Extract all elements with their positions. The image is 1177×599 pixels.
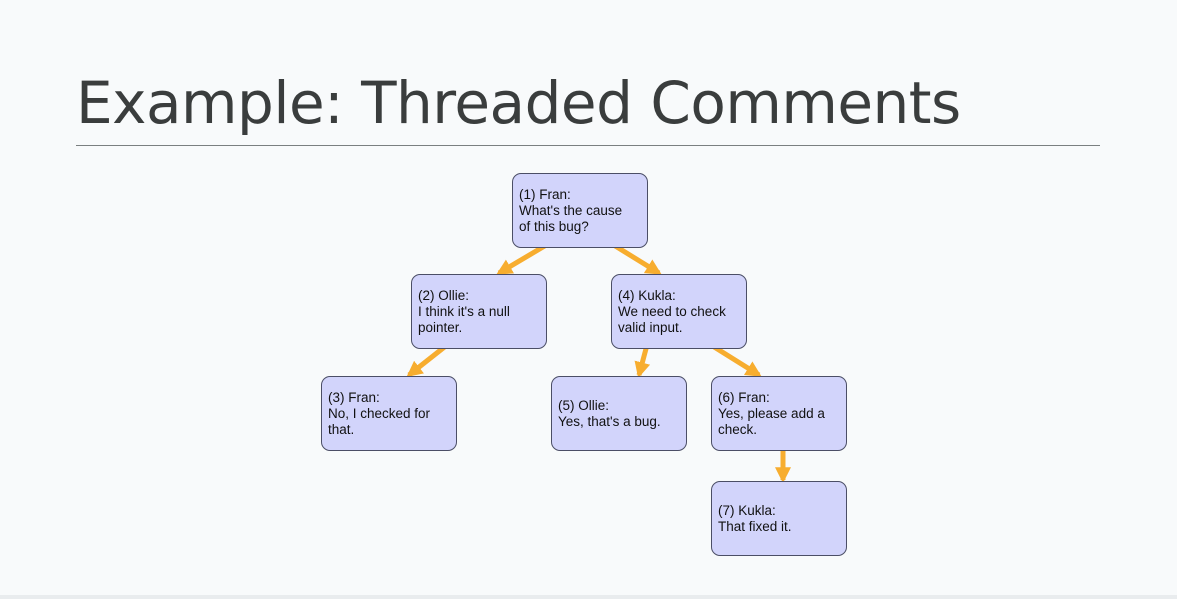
- comment-author: (7) Kukla:: [718, 502, 776, 518]
- comment-text-line: that.: [328, 421, 355, 437]
- comment-author: (5) Ollie:: [558, 397, 610, 413]
- reply-arrow-2-to-3: [406, 343, 449, 377]
- reply-arrow-1-to-4: [610, 241, 662, 276]
- comment-author: (3) Fran:: [328, 389, 380, 405]
- title-divider: [76, 145, 1100, 146]
- comment-text-line: Yes, please add a: [718, 405, 825, 421]
- comment-node-6: (6) Fran: Yes, please add a check.: [711, 376, 847, 451]
- comment-author: (4) Kukla:: [618, 287, 676, 303]
- comment-text-line: valid input.: [618, 319, 683, 335]
- comment-author: (2) Ollie:: [418, 287, 470, 303]
- comment-node-7: (7) Kukla: That fixed it.: [711, 481, 847, 556]
- comment-text-line: What's the cause: [519, 202, 623, 218]
- comment-node-5: (5) Ollie: Yes, that's a bug.: [551, 376, 687, 451]
- comment-text-line: Yes, that's a bug.: [558, 413, 661, 429]
- comment-text-line: I think it's a null: [418, 303, 510, 319]
- comment-text-line: We need to check: [618, 303, 726, 319]
- comment-text-line: No, I checked for: [328, 405, 431, 421]
- comment-text-line: pointer.: [418, 319, 463, 335]
- reply-arrow-4-to-5: [634, 344, 651, 379]
- comment-node-1: (1) Fran: What's the cause of this bug?: [512, 173, 648, 248]
- comment-node-3: (3) Fran: No, I checked for that.: [321, 376, 457, 451]
- comment-author: (1) Fran:: [519, 186, 571, 202]
- reply-arrow-1-to-2: [496, 241, 550, 276]
- comment-text-line: check.: [718, 421, 758, 437]
- comment-author: (6) Fran:: [718, 389, 770, 405]
- comment-node-2: (2) Ollie: I think it's a null pointer.: [411, 274, 547, 349]
- comment-text-line: That fixed it.: [718, 518, 792, 534]
- comment-text-line: of this bug?: [519, 218, 589, 234]
- comment-node-4: (4) Kukla: We need to check valid input.: [611, 274, 747, 349]
- slide-title: Example: Threaded Comments: [76, 69, 961, 137]
- reply-arrow-4-to-6: [709, 342, 762, 378]
- bottom-strip: [0, 595, 1177, 599]
